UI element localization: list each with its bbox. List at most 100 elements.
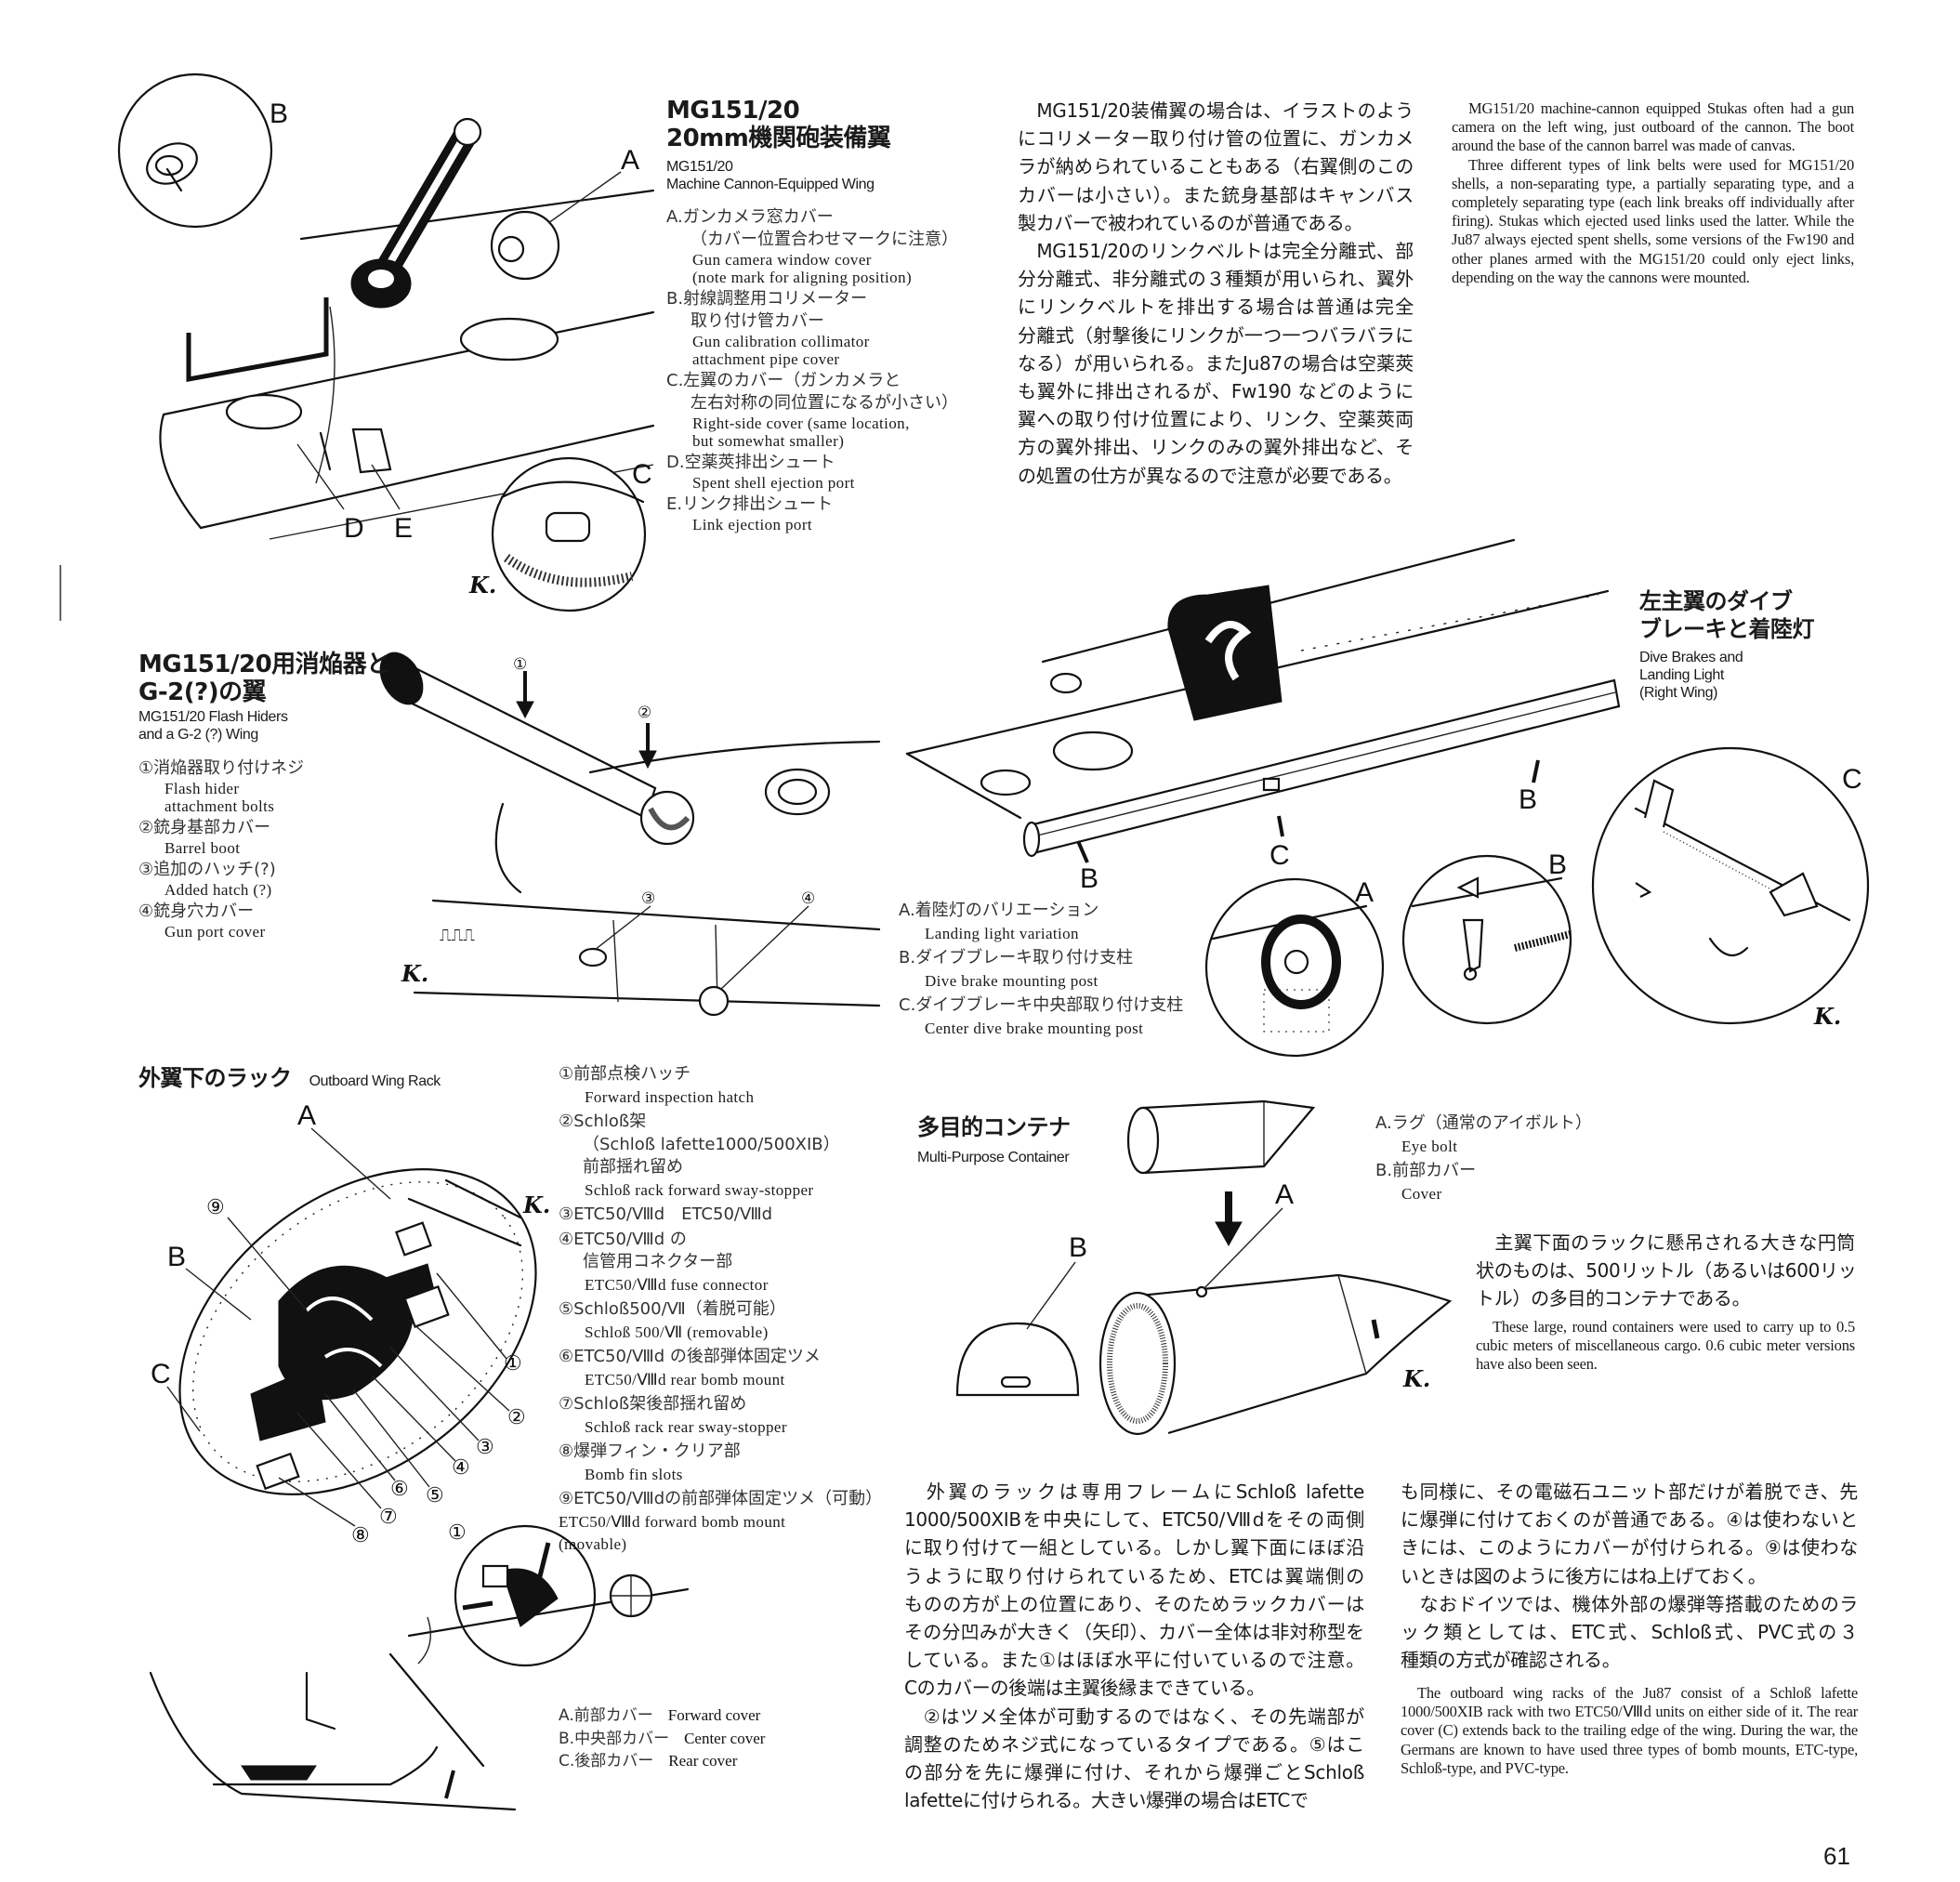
wing-rack-title: 外翼下のラック (138, 1065, 292, 1091)
legend-label-jp: ⑨ETC50/Ⅷdの前部弾体固定ツメ（可動） (559, 1489, 883, 1508)
label-e: E (394, 513, 413, 544)
legend-label-en: Gun camera window cover (692, 251, 872, 269)
legend-label-en: attachment bolts (164, 797, 275, 815)
legend-label-en: Flash hider (164, 780, 240, 797)
paragraph-line: にリンクベルトを排出する場合は普通は完全 (1018, 296, 1414, 319)
label-a: A (1275, 1179, 1294, 1210)
label-c: C (151, 1359, 171, 1389)
container-text-en: These large, round containers were used … (1476, 1318, 1855, 1375)
paragraph-line: トル）の多目的コンテナである。 (1476, 1287, 1751, 1310)
label-1: ① (504, 1351, 522, 1375)
legend-item: C.左翼のカバー（ガンカメラと左右対称の同位置になるが小さい）Right-sid… (666, 370, 958, 450)
label-a-circle: A (1355, 877, 1374, 908)
legend-label-en: Schloß rack rear sway-stopper (585, 1417, 787, 1436)
legend-label-jp: ①前部点検ハッチ (559, 1064, 691, 1084)
cover-label-en: Forward cover (667, 1706, 761, 1724)
flash-hider-illustration: ① ② ⎍⎍⎍ ③ ④ K. (379, 651, 881, 1017)
label-4: ④ (452, 1455, 470, 1479)
legend-label-en: Gun calibration collimator (692, 333, 870, 350)
legend-label-jp: ④ETC50/Ⅷd の (559, 1229, 687, 1249)
paragraph: These large, round containers were used … (1476, 1318, 1855, 1374)
legend-label-en: Spent shell ejection port (692, 474, 855, 492)
label-2: ② (507, 1405, 526, 1428)
label-b-circle: B (1548, 849, 1567, 880)
label-b: B (167, 1242, 186, 1272)
label-a: A (297, 1100, 316, 1131)
legend-label-jp: A.ガンカメラ窓カバー (666, 207, 834, 227)
label-c-circle: C (1842, 764, 1862, 795)
legend-label-en: Cover (1401, 1184, 1442, 1203)
legend-label-jp: ⑤Schloß500/Ⅶ（着脱可能） (559, 1299, 786, 1319)
artist-signature: K. (468, 572, 496, 599)
cover-label-jp: B.中央部カバー (559, 1729, 670, 1748)
legend-label-jp: D.空薬莢排出シュート (666, 453, 835, 472)
legend-label-en: attachment pipe cover (692, 350, 840, 368)
legend-label-jp: ⑦Schloß架後部揺れ留め (559, 1394, 747, 1414)
cover-label-en: Rear cover (668, 1752, 738, 1770)
legend-label-en: ETC50/Ⅷd forward bomb mount (559, 1512, 786, 1531)
legend-label-jp: 取り付け管カバー (691, 311, 824, 331)
label-b: B (1069, 1232, 1087, 1263)
legend-label-jp: B.ダイブブレーキ取り付け支柱 (899, 948, 1134, 967)
label-8: ⑧ (351, 1523, 370, 1546)
legend-item: D.空薬莢排出シュート Spent shell ejection port (666, 452, 958, 492)
label-c-center: C (1269, 840, 1290, 871)
legend-label-en: Barrel boot (164, 839, 241, 857)
artist-signature-3: K. (1813, 1003, 1841, 1030)
legend-label-en: Schloß 500/Ⅶ (removable) (585, 1323, 769, 1341)
paragraph-line: なる）が用いられる。またJu87の場合は空薬莢 (1018, 351, 1414, 375)
legend-item: ③追加のハッチ(?)Added hatch (?) (138, 859, 304, 899)
legend-label-en: Gun port cover (164, 923, 266, 941)
legend-label-jp: ②銃身基部カバー (138, 818, 271, 837)
legend-item: A.ラグ（通常のアイボルト）Eye bolt (1375, 1112, 1592, 1158)
text-line: G-2(?)の翼 (138, 678, 267, 706)
paragraph-line: 分離式（射撃後にリンクが一つ一つバラバラに (1018, 323, 1414, 347)
legend-item: ①前部点検ハッチ Forward inspection hatch (559, 1063, 882, 1109)
legend-label-en: Eye bolt (1401, 1137, 1458, 1155)
label-b: B (270, 99, 288, 129)
text-line: 左主翼のダイブ (1639, 588, 1793, 614)
paragraph: Three different types of link belts were… (1452, 155, 1854, 286)
legend-label-en: Forward inspection hatch (585, 1087, 755, 1106)
legend-label-jp: ③ETC50/Ⅷd ETC50/Ⅷd (559, 1204, 773, 1224)
paragraph-line: ②はツメ全体が可動するのではなく、その先端部が (904, 1704, 1364, 1728)
text-line: ブレーキと着陸灯 (1639, 616, 1815, 642)
paragraph-line: にコリメーター取り付け管の位置に、ガンカメ (1018, 127, 1414, 151)
legend-label-en: Schloß rack forward sway-stopper (585, 1180, 814, 1199)
legend-item: ⑤Schloß500/Ⅶ（着脱可能） Schloß 500/Ⅶ (removabl… (559, 1298, 882, 1344)
legend-label-jp: ③追加のハッチ(?) (138, 860, 276, 879)
legend-label-jp: ⑧爆弾フィン・クリア部 (559, 1441, 741, 1461)
legend-label-en: Right-side cover (same location, (692, 415, 910, 432)
legend-label-jp: 左右対称の同位置になるが小さい） (691, 393, 958, 413)
text-line: Landing Light (1639, 667, 1724, 683)
text-line: 20mm機関砲装備翼 (666, 125, 891, 152)
legend-label-jp: ⑥ETC50/Ⅷd の後部弾体固定ツメ (559, 1347, 821, 1366)
legend-label-jp: C.ダイブブレーキ中央部取り付け支柱 (899, 995, 1184, 1015)
label-7: ⑦ (379, 1505, 398, 1528)
gun-slots: ⎍⎍⎍ (440, 926, 475, 944)
inset-label-1: ① (448, 1520, 467, 1544)
legend-label-jp: B.射線調整用コリメーター (666, 289, 868, 309)
legend-label-en: (movable) (559, 1535, 627, 1553)
legend-item: ③ETC50/Ⅷd ETC50/Ⅷd (559, 1204, 882, 1227)
label-3: ③ (476, 1435, 494, 1458)
label-3: ③ (641, 889, 655, 907)
label-1: ① (513, 655, 527, 673)
paragraph-line: なおドイツでは、機体外部の爆弾等搭載のためのラ (1401, 1592, 1858, 1615)
detail-circle-b (117, 72, 273, 229)
